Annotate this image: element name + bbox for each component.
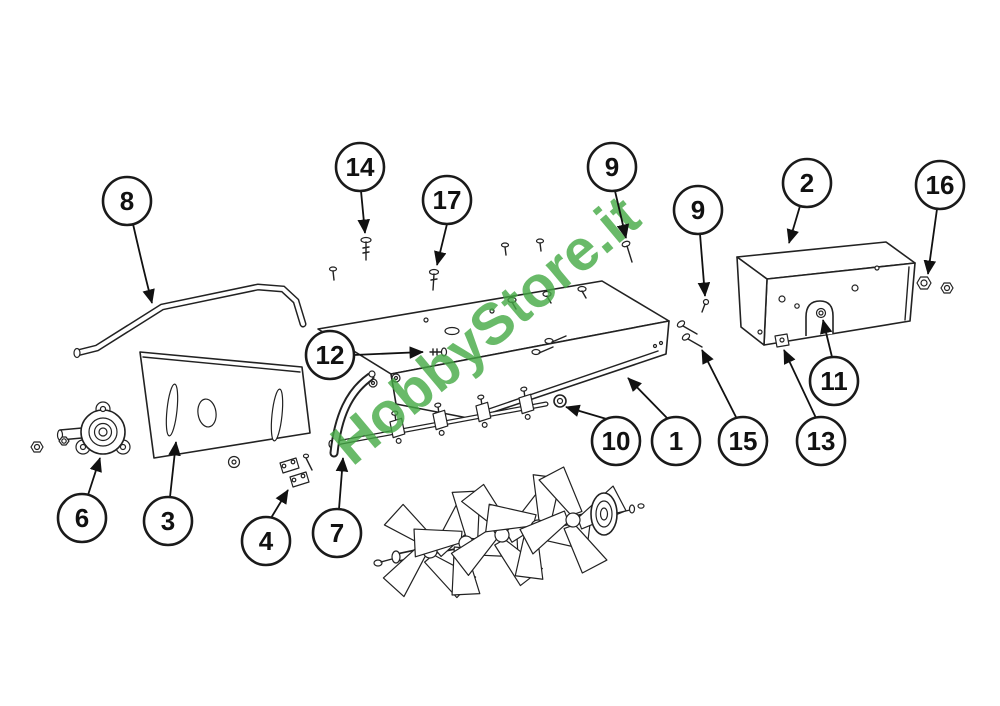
screw-part-14 bbox=[360, 236, 372, 261]
fasteners-small-parts bbox=[328, 236, 954, 357]
callout-1: 1 bbox=[650, 415, 702, 467]
svg-text:11: 11 bbox=[820, 366, 848, 396]
svg-text:12: 12 bbox=[316, 340, 345, 370]
washer-part bbox=[553, 394, 567, 408]
bracket-part bbox=[279, 453, 313, 488]
svg-text:9: 9 bbox=[605, 152, 619, 182]
fastener-part-13 bbox=[774, 333, 790, 348]
pin-part-9-mid bbox=[701, 298, 710, 313]
svg-text:2: 2 bbox=[800, 168, 814, 198]
svg-text:15: 15 bbox=[729, 426, 758, 456]
screw-part-12 bbox=[429, 347, 448, 357]
callout-17: 17 bbox=[421, 174, 473, 226]
callout-10: 10 bbox=[590, 415, 642, 467]
callout-13: 13 bbox=[795, 415, 847, 467]
cover-panel-part bbox=[736, 241, 916, 346]
rotor-pulley bbox=[590, 492, 645, 536]
svg-text:8: 8 bbox=[120, 186, 134, 216]
callout-7: 7 bbox=[311, 507, 363, 559]
small-screw-a bbox=[328, 266, 338, 281]
side-panel-part bbox=[139, 351, 311, 469]
deck-housing-part bbox=[317, 280, 670, 420]
deck-front-bolts bbox=[531, 335, 567, 356]
svg-text:1: 1 bbox=[669, 426, 683, 456]
deck-top-screws bbox=[507, 285, 587, 310]
callout-4: 4 bbox=[240, 515, 292, 567]
svg-text:16: 16 bbox=[926, 170, 955, 200]
curved-arm-part bbox=[329, 370, 376, 458]
svg-text:3: 3 bbox=[161, 506, 175, 536]
callout-9-mid: 9 bbox=[672, 184, 724, 236]
small-screw-c bbox=[535, 238, 545, 252]
bolts-part-15 bbox=[676, 320, 703, 348]
callout-16: 16 bbox=[914, 159, 966, 211]
callout-3: 3 bbox=[142, 495, 194, 547]
rotor-blades-assembly bbox=[370, 450, 645, 613]
svg-text:14: 14 bbox=[346, 152, 375, 182]
callout-8: 8 bbox=[101, 175, 153, 227]
screw-part-9-top bbox=[621, 240, 633, 263]
callout-9-top: 9 bbox=[586, 141, 638, 193]
callout-12: 12 bbox=[304, 329, 356, 381]
screw-part-17 bbox=[428, 268, 440, 291]
callout-2: 2 bbox=[781, 157, 833, 209]
callout-6: 6 bbox=[56, 492, 108, 544]
callout-14: 14 bbox=[334, 141, 386, 193]
handlebar-part bbox=[73, 283, 307, 359]
callouts: 8 14 17 9 9 2 16 12 bbox=[56, 141, 966, 567]
svg-text:9: 9 bbox=[691, 195, 705, 225]
svg-text:6: 6 bbox=[75, 503, 89, 533]
bearing-flange-part bbox=[30, 401, 131, 455]
callout-11: 11 bbox=[808, 355, 860, 407]
svg-text:7: 7 bbox=[330, 518, 344, 548]
leader-lines bbox=[87, 190, 938, 519]
svg-text:10: 10 bbox=[602, 426, 631, 456]
callout-15: 15 bbox=[717, 415, 769, 467]
small-screw-b bbox=[500, 242, 510, 256]
nuts-part-16 bbox=[916, 276, 954, 294]
svg-text:13: 13 bbox=[807, 426, 836, 456]
svg-text:4: 4 bbox=[259, 526, 274, 556]
svg-text:17: 17 bbox=[433, 185, 462, 215]
flange-nuts bbox=[30, 436, 70, 453]
